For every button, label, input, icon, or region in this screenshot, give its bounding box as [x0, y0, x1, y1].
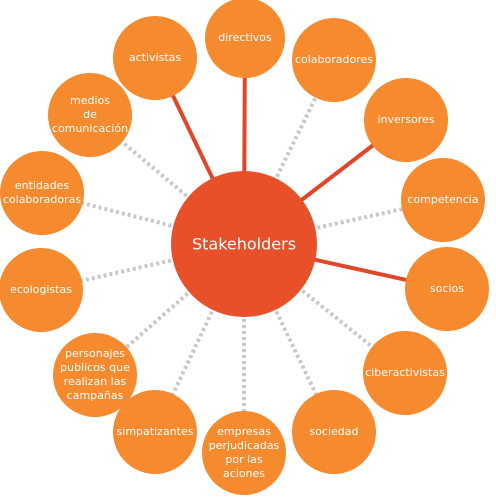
node-simpatizantes: simpatizantes [113, 390, 197, 474]
center-label: Stakeholders [192, 235, 296, 254]
link-sociedad [271, 305, 321, 401]
node-circle-activistas [113, 16, 197, 100]
node-label-ciberactivistas: ciberactivistas [365, 366, 445, 379]
center-node: Stakeholders [171, 171, 317, 317]
link-colaboradores [272, 91, 320, 183]
node-label-simpatizantes: simpatizantes [117, 425, 194, 438]
node-circle-socios [405, 247, 489, 331]
node-label-medios-de-comunicacion: medios [70, 94, 110, 107]
node-label-activistas: activistas [129, 51, 182, 64]
node-label-personajes-publicos: campañas [67, 389, 124, 402]
node-inversores: inversores [364, 78, 448, 162]
node-circle-competencia [401, 158, 485, 242]
node-label-directivos: directivos [218, 31, 272, 44]
node-label-empresas-perjudicadas: empresas [217, 425, 271, 438]
node-activistas: activistas [113, 16, 197, 100]
node-circle-sociedad [292, 390, 376, 474]
node-label-personajes-publicos: realizan las [64, 375, 127, 388]
link-simpatizantes [168, 305, 217, 401]
node-label-personajes-publicos: publicos que [60, 361, 130, 374]
node-label-ecologistas: ecologistas [10, 283, 72, 296]
node-label-medios-de-comunicacion: de [83, 108, 97, 121]
node-circle-personajes-publicos [53, 333, 137, 417]
node-sociedad: sociedad [292, 390, 376, 474]
node-label-empresas-perjudicadas: perjudicadas [209, 439, 280, 452]
link-socios [310, 256, 413, 284]
node-ecologistas: ecologistas [0, 248, 83, 332]
node-label-empresas-perjudicadas: aciones [223, 467, 265, 480]
link-entidades-colaboradoras [76, 199, 178, 230]
node-circle-empresas-perjudicadas [202, 411, 286, 495]
node-label-entidades-colaboradoras: colaboradoras [3, 193, 82, 206]
node-label-competencia: competencia [407, 193, 478, 206]
node-circle-ciberactivistas [363, 331, 447, 415]
link-personajes-publicos [120, 288, 194, 353]
node-label-sociedad: sociedad [309, 425, 358, 438]
node-directivos: directivos [205, 0, 285, 78]
node-label-colaboradores: colaboradores [295, 53, 373, 66]
node-circle-entidades-colaboradoras [0, 151, 84, 235]
node-label-entidades-colaboradoras: entidades [15, 179, 70, 192]
link-competencia [310, 205, 409, 232]
node-label-personajes-publicos: personajes [65, 347, 125, 360]
node-circle-simpatizantes [113, 390, 197, 474]
link-medios-de-comunicacion [116, 136, 193, 202]
nodes-layer: directivos colaboradores inversores compete… [0, 0, 489, 495]
link-ciberactivistas [296, 285, 379, 353]
node-label-medios-de-comunicacion: comunicación [52, 122, 128, 135]
node-circle-directivos [205, 0, 285, 78]
node-competencia: competencia [401, 158, 485, 242]
node-colaboradores: colaboradores [292, 18, 376, 102]
node-circle-inversores [364, 78, 448, 162]
node-socios: socios [405, 247, 489, 331]
node-label-socios: socios [430, 282, 464, 295]
links-layer [75, 71, 413, 417]
link-inversores [297, 140, 379, 204]
node-ciberactivistas: ciberactivistas [363, 331, 447, 415]
link-activistas [168, 89, 217, 183]
node-circle-colaboradores [292, 18, 376, 102]
link-directivos [242, 71, 247, 176]
node-circle-ecologistas [0, 248, 83, 332]
link-ecologistas [75, 257, 178, 284]
node-label-inversores: inversores [377, 113, 434, 126]
node-circle-medios-de-comunicacion [48, 73, 132, 157]
center-circle [171, 171, 317, 317]
node-label-empresas-perjudicadas: por las [225, 453, 263, 466]
